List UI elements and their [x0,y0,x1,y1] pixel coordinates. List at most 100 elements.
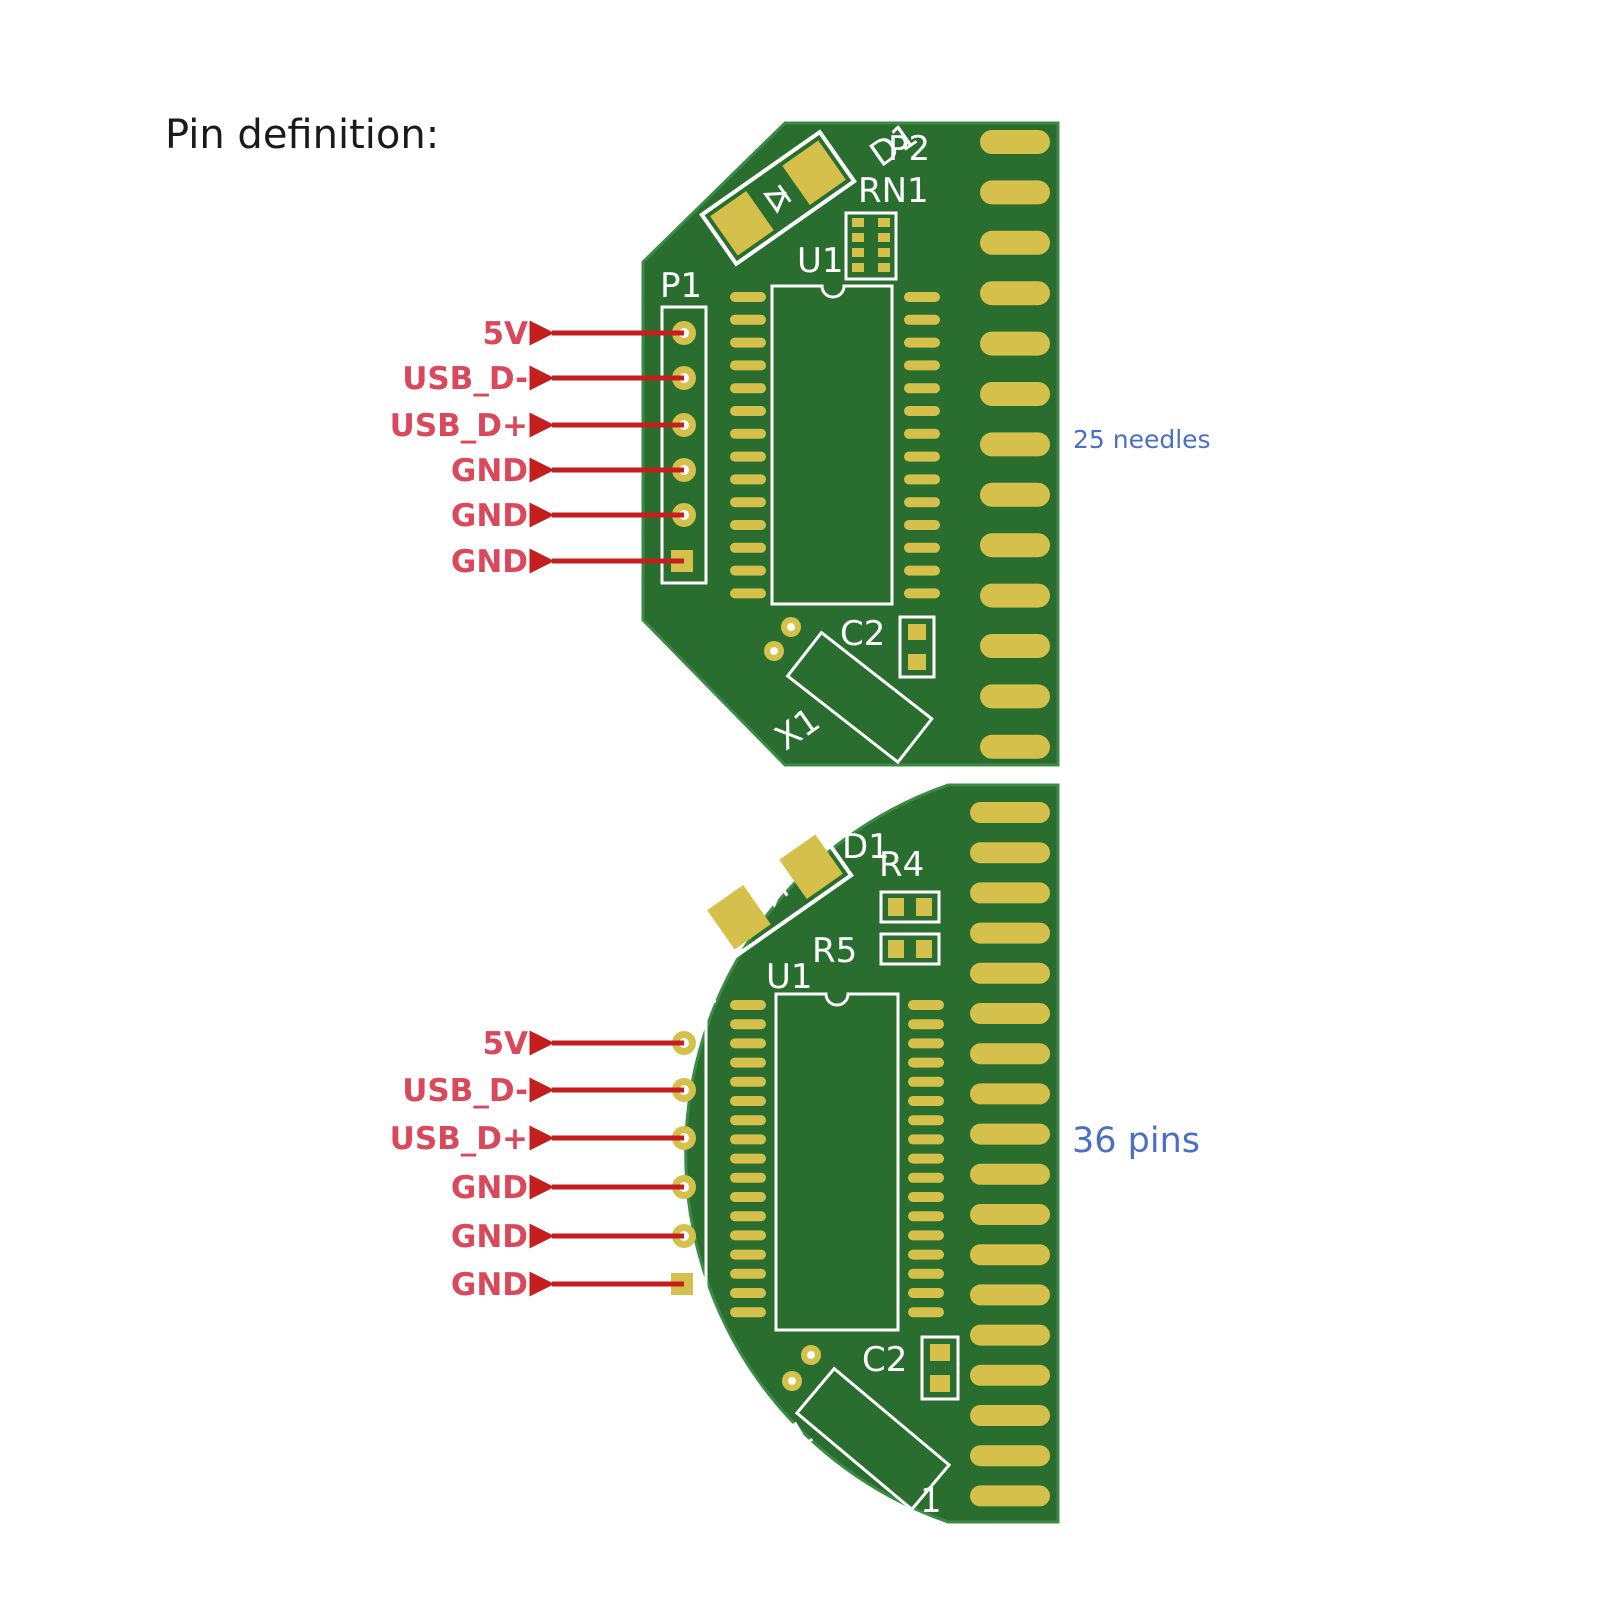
top-x1-crystal [764,617,934,765]
bottom-edge-pad [970,1364,1050,1386]
top-u1-pad [730,542,766,553]
top-edge-pad [980,130,1050,154]
top-edge-pad [980,432,1050,457]
top-edge-pad [980,281,1050,306]
bottom-edge-pad [970,882,1050,904]
bottom-silk-r5: R5 [812,931,857,971]
bottom_board-pin-label: USB_D+ [390,1121,528,1157]
bottom-edge-connector-pads [970,802,1050,1507]
top-edge-pad [980,382,1050,406]
top-u1-pad [730,337,766,348]
bottom-silk-c2: C2 [862,1340,907,1380]
top-u1-pad [730,314,766,325]
top-u1-pad [904,314,940,325]
bottom-u1-pad [730,1249,766,1260]
bottom-edge-pad [970,802,1050,823]
top-u1-pad [904,383,940,394]
top_board-pin-label: GND [451,498,528,534]
bottom-u1-pad [730,1288,766,1298]
bottom-u1-pad [730,1000,766,1010]
bottom-silk-pin1: 1 [920,1481,942,1521]
bottom_board-pin-label: GND [451,1267,528,1303]
top-u1-pad [904,565,940,576]
top-u1-pad [730,474,766,485]
bottom-u1-pad [730,1076,766,1087]
bottom_board-pin-label: USB_D- [402,1073,528,1109]
bottom-edge-pad [970,1485,1050,1507]
bottom-u1-pad [908,1307,944,1318]
bottom-d1-diode [696,823,854,961]
top_board-pin-label: GND [451,453,528,489]
bottom-u1-pad [730,1057,766,1068]
top-edge-pad [980,734,1050,759]
bottom-edge-pad [970,1405,1050,1426]
bottom-edge-pad [970,922,1050,944]
bottom-u1-pad [730,1211,766,1222]
top-d1-diode [699,129,857,267]
bottom-u1-pad [730,1153,766,1164]
top-c2-capacitor [898,615,936,679]
top-u1-pad [730,406,766,416]
top-silk-p1: P1 [660,266,702,306]
top-silk-rn1: RN1 [858,171,929,211]
bottom-r4-resistor [879,890,941,924]
bottom-board-note: 36 pins [1072,1121,1200,1161]
page-title: Pin definition: [165,112,439,158]
bottom-u1-pad [908,1288,944,1298]
bottom-edge-pad [970,1244,1050,1266]
top-edge-pad [980,533,1050,558]
bottom-u1-pad [908,1134,944,1145]
bottom-u1-pad [730,1038,766,1049]
bottom-silk-d1: D1 [842,827,890,867]
bottom-u1-pad [730,1307,766,1318]
top-edge-pad [980,583,1050,608]
bottom-edge-pad [970,1123,1050,1145]
bottom-edge-pad [970,1284,1050,1306]
bottom-silk-r4: R4 [879,845,924,885]
bottom-silk-p1: P1 [677,972,719,1012]
bottom-u1-pad [908,1192,944,1202]
bottom-u1-pad [908,1249,944,1260]
top-u1-pad [730,428,766,439]
bottom-x1-crystal [782,1345,952,1512]
bottom-u1-pad [908,1057,944,1068]
top-edge-pad [980,684,1050,709]
bottom-u1-pad [908,1230,944,1241]
top-rn1-resistor-network [844,211,898,281]
top-silk-c2: C2 [840,614,885,654]
top-u1-pad [904,337,940,348]
top-p1-header [660,305,708,585]
top-u1-pad [904,428,940,439]
bottom-u1-pad [908,1115,944,1126]
top-u1-pad [904,588,940,599]
top_board-pin-label: GND [451,544,528,580]
top-u1-pad [730,292,766,302]
top-edge-pad [980,180,1050,205]
bottom-board: D1 R4 R5 U1 P1 [660,783,1060,1524]
top_board-pin-label: USB_D- [402,361,528,397]
bottom-edge-pad [970,1445,1050,1467]
bottom-u1-pad [730,1172,766,1183]
bottom-edge-pad [970,842,1050,864]
bottom_board-pin-label: GND [451,1219,528,1255]
bottom-edge-pad [970,1083,1050,1105]
bottom-u1-pad [730,1115,766,1126]
top-edge-pad [980,230,1050,255]
bottom-edge-pad [970,1204,1050,1225]
bottom-u1-pad [908,1096,944,1106]
top-edge-pad [980,482,1050,507]
top-board: D1 P2 RN1 U1 P1 [641,115,1060,767]
bottom-u1-pad [908,1268,944,1279]
top_board-pin-label: USB_D+ [390,408,528,444]
top-board-note: 25 needles [1073,425,1211,454]
bottom-u1-pad [730,1096,766,1106]
bottom-u1-pad [730,1019,766,1030]
bottom-u1-pad [908,1038,944,1049]
bottom-silk-u1: U1 [766,957,813,997]
top-u1-pad [730,588,766,599]
top-u1-pad [730,565,766,576]
